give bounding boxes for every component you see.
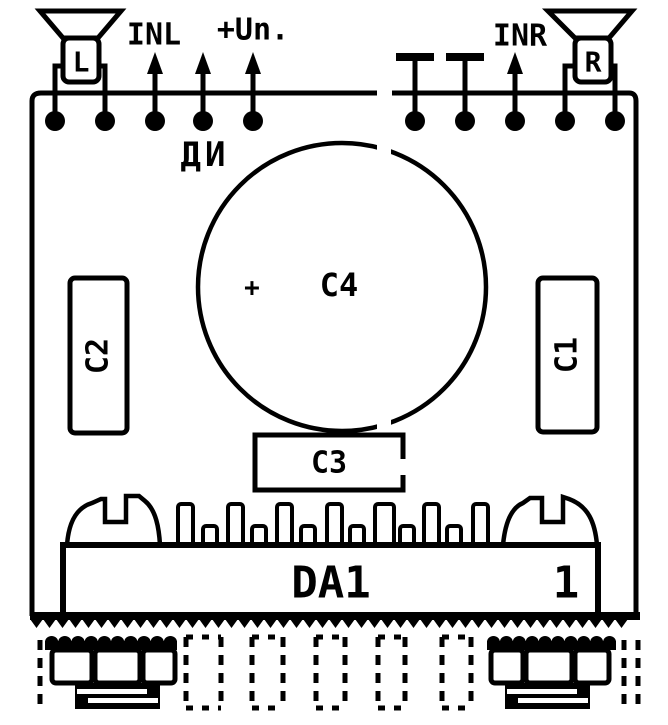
bolt-thread-stripe [518,698,588,703]
bolt-bar-scallops [45,636,177,642]
bolt-thread [505,683,590,709]
bolt-segment [140,647,178,686]
ic-pin [373,502,396,548]
capacitor-c2-outline [67,275,130,436]
bolt-segment [523,647,575,686]
bolt-segment [488,647,526,686]
bolt-thread [75,683,160,709]
bolt-bar-scallops [487,636,616,642]
bolt-thread-stripe [77,689,147,694]
bolt-segment [572,647,612,686]
ic-pin [226,502,245,548]
c3-label: C3 [311,446,347,481]
ic-pin [325,502,344,548]
ic-pin1-label: 1 [553,558,580,609]
bolt-thread-stripe [88,698,158,703]
hidden-slot [183,634,224,711]
arrow-head [245,52,261,74]
bolt-bar [45,641,177,650]
c4-polarity-plus-icon: + [244,273,260,303]
c4-label: C4 [320,266,359,304]
capacitor-c1: C1 [535,275,600,435]
scan-seam-gap [377,415,391,435]
board-edge-right-top [392,90,639,616]
hidden-slot [249,634,286,711]
speaker-left-body [60,35,102,85]
ic-da1-body [60,542,601,618]
speaker-icon-right: R [541,8,638,121]
ic-da1: DA1 1 [60,493,601,618]
arrow-up-icons [147,52,523,121]
capacitor-c3: C3 [252,432,409,493]
board-edge-left-top [29,90,377,616]
ic-da1-label: DA1 [291,558,370,609]
hidden-slot [375,634,408,711]
speaker-icon-left: L [34,8,127,121]
bolt-segment [49,647,95,686]
pad-row [45,93,625,131]
input-right-label: INR [493,19,548,54]
speaker-right-body [572,35,614,85]
arrow-head [147,52,163,74]
scan-seam-gap [377,139,391,159]
c1-label: C1 [550,337,585,373]
capacitor-c1-outline [535,275,600,435]
capacitor-c4: + C4 [195,139,489,435]
bolt-thread-stripe [507,689,577,694]
speaker-left-label: L [73,46,90,79]
arrow-head [195,52,211,74]
hidden-outline-band [37,634,641,712]
bolt-assembly-icon-left [45,636,178,709]
serrated-edge-icon [30,612,640,628]
input-left-label: INL [127,18,181,53]
ic-pin [176,502,195,548]
di-label: ДИ [181,135,230,175]
screw-lug-icon-left [64,493,163,548]
board-outline [29,90,639,616]
hidden-slot [439,634,474,711]
speaker-right-label: R [585,46,602,79]
speaker-right-cone [541,8,638,41]
ic-pins-tall [176,502,490,548]
bolt-bar [487,641,616,650]
hidden-slot [313,634,348,711]
ic-pin [422,502,441,548]
speaker-left-cone [34,8,127,41]
capacitor-c4-outline [195,140,489,434]
power-label: +Un. [217,13,289,48]
bolt-segment [92,647,143,686]
serration-teeth [30,619,628,628]
capacitor-c2: C2 [67,275,130,436]
bolt-assembly-icon-right [487,636,616,709]
t-terminal-icons [396,53,484,121]
screw-lug-icon-right [500,493,600,548]
t-terminal-bar [446,53,484,61]
c2-label: C2 [81,338,116,374]
ic-pin [471,502,490,548]
arrow-head [507,52,523,74]
ic-pin [275,502,294,548]
scan-seam-gap [396,459,409,475]
board-edge-bottom [30,612,640,620]
t-terminal-bar [396,53,434,61]
